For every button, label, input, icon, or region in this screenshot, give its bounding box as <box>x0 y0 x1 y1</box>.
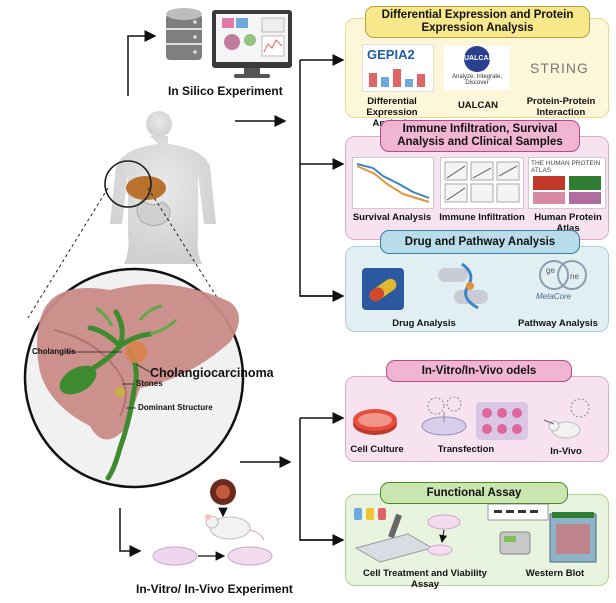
immune-infiltration-label: Immune Infiltration <box>439 212 525 223</box>
ualcan-logo: UALCAN <box>464 46 494 72</box>
hpa-logo: THE HUMAN PROTEIN ATLAS <box>531 160 601 174</box>
ualcan-label: UALCAN <box>457 100 499 111</box>
transfection-dish-icon <box>418 394 470 438</box>
viability-assay-illustration <box>352 504 482 566</box>
ualcan-logo-box: UALCAN Analyze, Integrate, Discover <box>444 46 510 90</box>
survival-analysis-label: Survival Analysis <box>352 212 432 223</box>
cholangitis-label: Cholangitis <box>32 347 76 356</box>
protein-protein-label: Protein-Protein Interaction <box>526 96 596 118</box>
immune-title: Immune Infiltration, Survival Analysis a… <box>380 120 580 152</box>
drug-molecule-icon <box>432 258 502 316</box>
svg-text:ne: ne <box>570 272 579 281</box>
scatter-plot-icon <box>444 161 520 203</box>
liver-illustration <box>23 267 245 489</box>
diff-expression-title: Differential Expression and Protein Expr… <box>365 6 590 38</box>
metacore-logo-box: ge ne MetaCore <box>528 258 598 306</box>
metacore-logo: MetaCore <box>536 292 572 301</box>
transfection-label: Transfection <box>437 444 495 455</box>
in-vivo-label: In-Vivo <box>550 446 582 457</box>
in-vitro-caption: In-Vitro/ In-Vivo Experiment <box>136 582 293 596</box>
functional-title: Functional Assay <box>380 482 568 504</box>
in-vivo-mouse-icon <box>538 398 598 442</box>
western-blot-illustration <box>486 504 604 566</box>
drug-analysis-label: Drug Analysis <box>392 318 456 329</box>
cell-culture-dish-icon <box>350 402 400 438</box>
database-icon <box>166 8 202 60</box>
drug-pathway-title: Drug and Pathway Analysis <box>380 230 580 254</box>
invitro-title: In-Vitro/In-Vivo odels <box>386 360 572 382</box>
monitor-icon <box>212 10 292 78</box>
immune-infiltration-image <box>440 157 524 209</box>
string-logo: STRING <box>530 60 589 76</box>
svg-text:ge: ge <box>546 266 555 275</box>
human-protein-atlas-label: Human Protein Atlas <box>534 212 602 234</box>
pathway-analysis-label: Pathway Analysis <box>518 318 598 329</box>
in-silico-caption: In Silico Experiment <box>168 84 283 98</box>
cell-treatment-label: Cell Treatment and Viability Assay <box>363 568 487 590</box>
well-plate-icon <box>476 402 528 440</box>
mouse-icon <box>205 514 265 541</box>
dominant-structure-label: Dominant Structure <box>138 403 213 412</box>
tumor-tissue-image <box>210 479 236 505</box>
survival-curve-image <box>352 157 434 209</box>
survival-curve-icon <box>356 163 430 203</box>
pill-icon <box>360 266 406 312</box>
petri-dish-icons <box>152 546 273 566</box>
human-body-figure <box>104 111 216 264</box>
western-blot-label: Western Blot <box>525 568 585 579</box>
stones-label: Stones <box>136 379 163 388</box>
cholangiocarcinoma-label: Cholangiocarcinoma <box>150 366 274 380</box>
ualcan-tagline: Analyze, Integrate, Discover <box>451 74 503 86</box>
cell-culture-label: Cell Culture <box>350 444 404 455</box>
human-protein-atlas-image: THE HUMAN PROTEIN ATLAS <box>528 157 606 209</box>
gepia-logo: GEPIA2 <box>367 47 415 62</box>
gepia-screenshot: GEPIA2 <box>362 44 434 92</box>
